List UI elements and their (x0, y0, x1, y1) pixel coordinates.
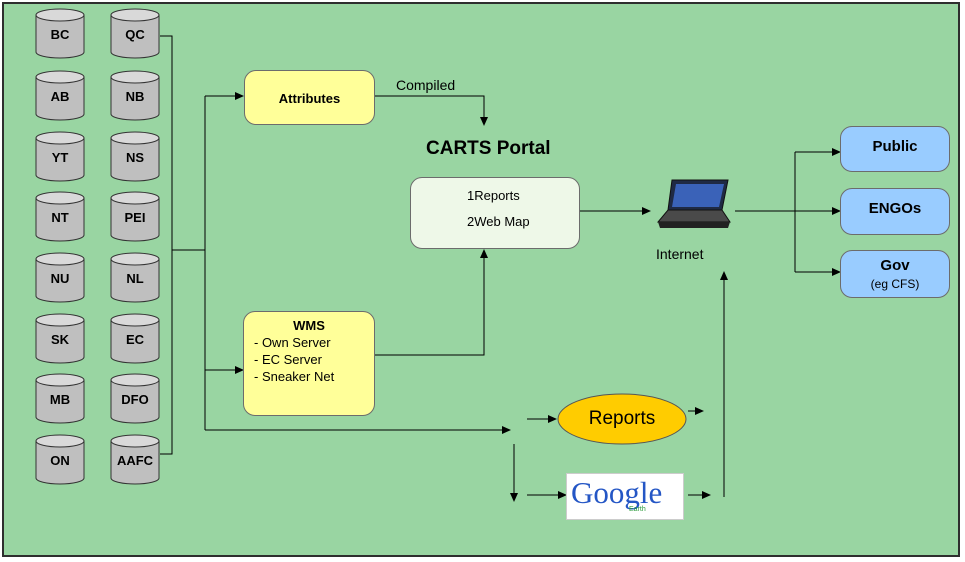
engos-box: ENGOs (840, 188, 950, 235)
source-label: BC (50, 27, 70, 42)
portal-item-reports: 1Reports (467, 188, 520, 203)
earth-logo-text: Earth (629, 506, 646, 513)
wms-item: - Sneaker Net (254, 369, 335, 384)
source-label: NB (125, 89, 145, 104)
internet-label: Internet (656, 246, 704, 262)
source-label: NS (125, 150, 145, 165)
database-icon (110, 434, 160, 485)
engos-label: ENGOs (868, 200, 922, 217)
source-bracket-line (160, 35, 173, 455)
database-icon (35, 434, 85, 485)
source-cylinder: BC (35, 8, 85, 59)
wms-box: WMS - Own Server - EC Server - Sneaker N… (243, 311, 375, 416)
source-cylinder: DFO (110, 373, 160, 424)
source-label: NT (51, 210, 69, 225)
attributes-box: Attributes (244, 70, 375, 125)
source-label: SK (50, 332, 70, 347)
source-cylinder: NL (110, 252, 160, 303)
portal-title: CARTS Portal (426, 138, 551, 159)
source-cylinder: NB (110, 70, 160, 121)
source-label: DFO (121, 392, 149, 407)
wms-item: - EC Server (254, 352, 322, 367)
wms-item: - Own Server (254, 335, 331, 350)
source-cylinder: EC (110, 313, 160, 364)
gov-sublabel: (eg CFS) (870, 277, 920, 291)
database-icon (110, 191, 160, 242)
wms-to-portal-arrow (375, 249, 488, 356)
source-cylinder: AAFC (110, 434, 160, 485)
source-cylinder: SK (35, 313, 85, 364)
database-icon (35, 252, 85, 303)
attributes-label: Attributes (278, 91, 341, 106)
compiled-arrow (375, 95, 488, 126)
source-cylinder: PEI (110, 191, 160, 242)
database-icon (35, 131, 85, 182)
database-icon (110, 373, 160, 424)
source-cylinder: MB (35, 373, 85, 424)
source-label: AB (50, 89, 70, 104)
database-icon (110, 252, 160, 303)
source-label: ON (50, 453, 70, 468)
database-icon (35, 373, 85, 424)
google-earth-logo: Google Earth (566, 473, 684, 520)
database-icon (110, 70, 160, 121)
source-cylinder: YT (35, 131, 85, 182)
source-label: NL (126, 271, 144, 286)
database-icon (35, 8, 85, 59)
wms-title: WMS (293, 318, 325, 333)
database-icon (110, 131, 160, 182)
compiled-label: Compiled (396, 77, 456, 93)
source-cylinder: QC (110, 8, 160, 59)
database-icon (35, 313, 85, 364)
source-cylinder: NU (35, 252, 85, 303)
source-label: PEI (124, 210, 146, 225)
database-icon (110, 8, 160, 59)
public-label: Public (872, 138, 918, 155)
source-label: EC (125, 332, 145, 347)
gov-box: Gov (eg CFS) (840, 250, 950, 298)
source-cylinder: ON (35, 434, 85, 485)
source-cylinder: NT (35, 191, 85, 242)
source-cylinder: AB (35, 70, 85, 121)
carts-portal-box: 1Reports 2Web Map (410, 177, 580, 249)
laptop-icon (656, 179, 731, 228)
portal-item-web-map: 2Web Map (467, 214, 530, 229)
source-label: QC (125, 27, 145, 42)
gov-label: Gov (880, 257, 910, 274)
source-label: NU (50, 271, 70, 286)
public-box: Public (840, 126, 950, 172)
reports-ellipse-label: Reports (588, 408, 656, 429)
source-label: MB (49, 392, 71, 407)
reports-ellipse (557, 393, 687, 445)
google-logo-text: Google (571, 475, 663, 510)
source-cylinder: NS (110, 131, 160, 182)
source-label: AAFC (116, 453, 154, 468)
source-label: YT (51, 150, 69, 165)
database-icon (35, 191, 85, 242)
database-icon (35, 70, 85, 121)
database-icon (110, 313, 160, 364)
